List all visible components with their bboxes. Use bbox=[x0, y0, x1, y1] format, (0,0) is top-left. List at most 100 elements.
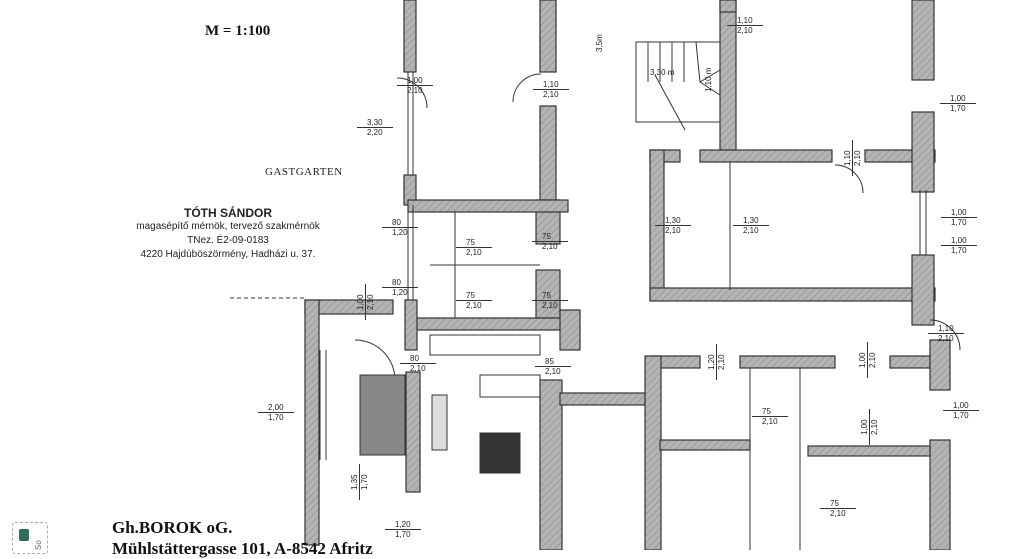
owner-address: Mühlstättergasse 101, A-8542 Afritz bbox=[112, 539, 373, 558]
opening-width: 1,35 bbox=[350, 464, 360, 500]
opening-height: 2,10 bbox=[938, 334, 954, 343]
opening-width: 1,10 bbox=[928, 324, 964, 334]
side-text: So bbox=[34, 540, 43, 550]
opening-width: 75 bbox=[752, 407, 788, 417]
opening-height: 2,10 bbox=[743, 226, 759, 235]
opening-height: 2,20 bbox=[367, 128, 383, 137]
opening-height: 2,10 bbox=[737, 26, 753, 35]
opening-width: 1,10 bbox=[843, 140, 853, 176]
opening-width: 1,30 bbox=[733, 216, 769, 226]
walls bbox=[304, 0, 951, 550]
opening-height: 1,70 bbox=[395, 530, 411, 539]
opening-width: 1,00 bbox=[858, 342, 868, 378]
opening-width: 1,20 bbox=[707, 344, 717, 380]
kitchen-range bbox=[359, 374, 448, 456]
opening-height: 1,70 bbox=[951, 246, 967, 255]
stairs bbox=[635, 41, 721, 131]
opening-width: 3,30 bbox=[357, 118, 393, 128]
opening-width: 1,00 bbox=[860, 409, 870, 445]
opening-height: 2,10 bbox=[717, 354, 726, 370]
opening-height: 2,10 bbox=[853, 150, 862, 166]
opening-height: 2,10 bbox=[466, 301, 482, 310]
stamp-reg: TNez. É2-09-0183 bbox=[187, 235, 269, 246]
stamp-name: TÓTH SÁNDOR bbox=[184, 206, 272, 220]
stamp-address: 4220 Hajdúböszörmény, Hadházi u. 37. bbox=[140, 249, 316, 260]
opening-height: 2,10 bbox=[466, 248, 482, 257]
opening-height: 2,10 bbox=[868, 352, 877, 368]
opening-height: 1,70 bbox=[360, 474, 369, 490]
opening-height: 2,10 bbox=[665, 226, 681, 235]
opening-width: 1,00 bbox=[940, 94, 976, 104]
opening-height: 1,70 bbox=[953, 411, 969, 420]
thin-lines bbox=[230, 72, 961, 550]
stair-width: 1,10 m bbox=[704, 67, 713, 92]
opening-height: 2,10 bbox=[870, 419, 879, 435]
opening-height: 2,10 bbox=[830, 509, 846, 518]
opening-width: 2,00 bbox=[258, 403, 294, 413]
opening-height: 1,20 bbox=[392, 228, 408, 237]
opening-height: 2,10 bbox=[542, 301, 558, 310]
opening-width: 80 bbox=[382, 218, 418, 228]
opening-height: 2,10 bbox=[545, 367, 561, 376]
stamp-title: magasépítő mérnök, tervező szakmérnök bbox=[136, 221, 320, 232]
opening-width: 1,00 bbox=[941, 208, 977, 218]
room-name-gastgarten: GASTGARTEN bbox=[265, 166, 343, 178]
opening-height: 2,10 bbox=[543, 90, 559, 99]
stair-length: 3,30 m bbox=[650, 68, 675, 77]
opening-height: 2,10 bbox=[407, 86, 423, 95]
height-note: 3,5m bbox=[595, 34, 604, 52]
opening-height: 2,10 bbox=[410, 364, 426, 373]
opening-width: 75 bbox=[532, 232, 568, 242]
opening-width: 1,00 bbox=[943, 401, 979, 411]
owner-name: Gh.BOROK oG. bbox=[112, 518, 233, 537]
scale-label: M = 1:100 bbox=[205, 23, 271, 39]
opening-width: 1,30 bbox=[655, 216, 691, 226]
opening-height: 2,10 bbox=[542, 242, 558, 251]
opening-width: 1,00 bbox=[941, 236, 977, 246]
opening-height: 1,20 bbox=[392, 288, 408, 297]
opening-width: 75 bbox=[456, 291, 492, 301]
designer-stamp: TÓTH SÁNDOR magasépítő mérnök, tervező s… bbox=[108, 206, 348, 262]
opening-width: 1,10 bbox=[533, 80, 569, 90]
opening-width: 1,20 bbox=[385, 520, 421, 530]
opening-width: 80 bbox=[382, 278, 418, 288]
opening-height: 2,10 bbox=[762, 417, 778, 426]
opening-height: 1,70 bbox=[950, 104, 966, 113]
opening-width: 1,10 bbox=[727, 16, 763, 26]
opening-height: 2,10 bbox=[366, 294, 375, 310]
opening-width: 80 bbox=[400, 354, 436, 364]
opening-width: 1,00 bbox=[356, 284, 366, 320]
opening-width: 85 bbox=[535, 357, 571, 367]
opening-width: 75 bbox=[456, 238, 492, 248]
opening-height: 1,70 bbox=[268, 413, 284, 422]
